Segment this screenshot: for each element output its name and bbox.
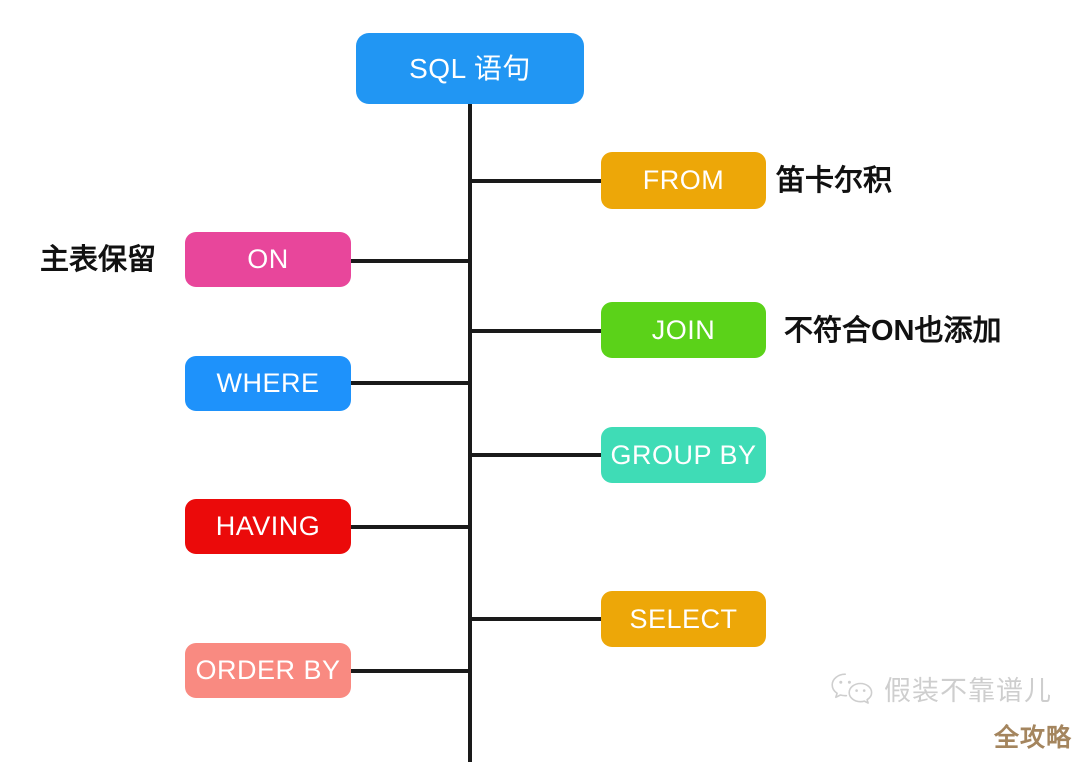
node-sql-root[interactable]: SQL 语句: [356, 33, 584, 104]
branch-connector-orderby: [349, 669, 470, 673]
branch-connector-from: [470, 179, 603, 183]
node-order-by[interactable]: ORDER BY: [185, 643, 351, 698]
node-where[interactable]: WHERE: [185, 356, 351, 411]
node-label-select: SELECT: [629, 603, 738, 634]
node-label-order-by: ORDER BY: [195, 655, 341, 685]
node-label-having: HAVING: [215, 511, 321, 541]
annotation-text-join: 不符合ON也添加: [784, 314, 1002, 347]
node-from[interactable]: FROM: [601, 152, 766, 209]
spine-line: [468, 103, 472, 762]
branch-connector-groupby: [470, 453, 603, 457]
watermark: 假装不靠谱儿: [830, 669, 1052, 708]
node-label-join: JOIN: [651, 314, 716, 345]
annotation-on: 主表保留: [40, 241, 156, 279]
branch-connector-join: [470, 329, 603, 333]
node-join[interactable]: JOIN: [601, 302, 766, 358]
branch-connector-where: [349, 381, 470, 385]
node-label-where: WHERE: [216, 368, 320, 398]
annotation-from: 笛卡尔积: [776, 162, 892, 200]
annotation-text-from: 笛卡尔积: [776, 164, 893, 197]
branch-connector-having: [349, 525, 470, 529]
node-on[interactable]: ON: [185, 232, 351, 287]
branch-connector-select: [470, 617, 603, 621]
wechat-icon: [830, 672, 874, 705]
node-having[interactable]: HAVING: [185, 499, 351, 554]
branch-connector-on: [349, 259, 470, 263]
node-select[interactable]: SELECT: [601, 591, 766, 647]
brand-tag: 全攻略: [993, 724, 1072, 752]
node-label-on: ON: [247, 244, 289, 274]
watermark-account: 假装不靠谱儿: [884, 676, 1052, 706]
node-group-by[interactable]: GROUP BY: [601, 427, 766, 483]
annotation-join: 不符合ON也添加: [784, 312, 1002, 350]
node-label-group-by: GROUP BY: [610, 439, 757, 470]
node-label-from: FROM: [642, 165, 725, 195]
node-label-root: SQL 语句: [409, 52, 531, 84]
annotation-text-on: 主表保留: [40, 243, 157, 276]
